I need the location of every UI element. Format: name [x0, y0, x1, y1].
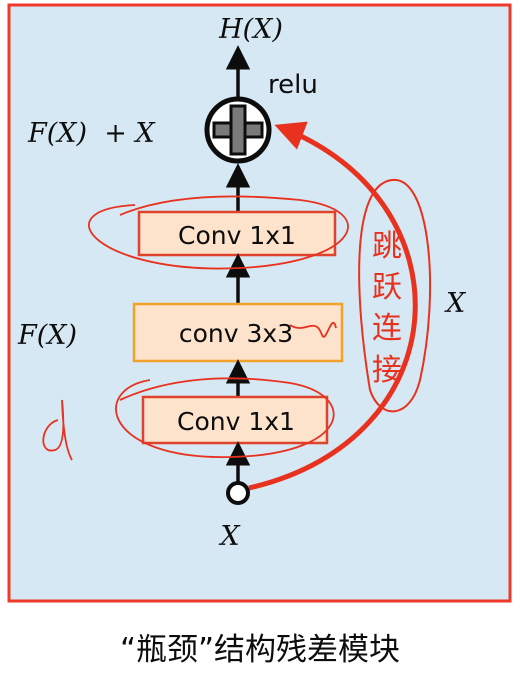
skip-annotation: 跳 跃 连 接 — [372, 229, 402, 388]
skip-connection-arrow — [248, 121, 418, 491]
middle-conv-scribble — [289, 321, 337, 338]
bottom-conv-scribble — [115, 377, 335, 458]
input-node — [226, 481, 250, 505]
conv-top-label: Conv 1x1 — [178, 221, 296, 250]
residual-label: F(X) — [17, 320, 77, 351]
conv-middle-label: conv 3x3 — [179, 319, 293, 348]
add-node — [204, 96, 272, 164]
output-label: H(X) — [218, 14, 283, 45]
skip-annotation-char-2: 跃 — [372, 270, 402, 305]
skip-annotation-char-4: 接 — [372, 353, 402, 388]
annotation-scribble-loop — [358, 178, 432, 413]
relu-label: relu — [268, 70, 318, 100]
skip-label: X — [444, 288, 467, 319]
sum-label: F(X) + X — [27, 118, 156, 149]
figure-caption: “瓶颈”结构残差模块 — [120, 632, 400, 668]
top-conv-scribble — [88, 195, 349, 270]
plus-center-fill — [232, 124, 244, 136]
conv-top-box — [137, 210, 337, 257]
skip-annotation-char-1: 跳 — [372, 229, 402, 264]
input-label: X — [218, 521, 241, 552]
left-handwritten-mark — [42, 399, 73, 461]
conv-bottom-label: Conv 1x1 — [177, 407, 295, 436]
skip-annotation-char-3: 连 — [372, 311, 402, 346]
